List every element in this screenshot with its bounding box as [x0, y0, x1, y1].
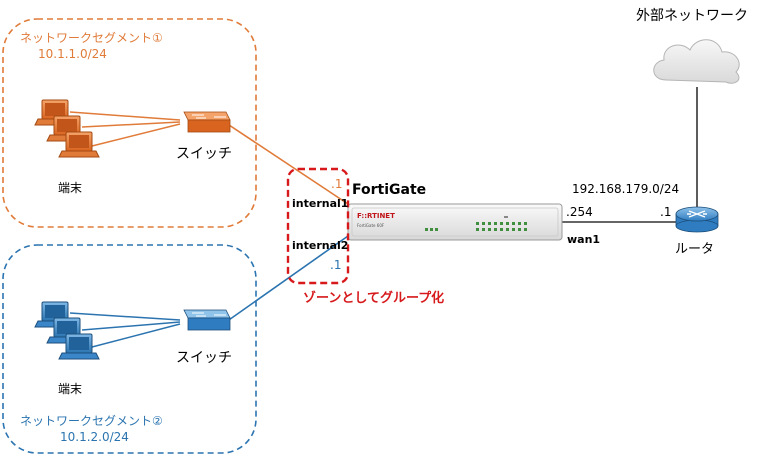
- router-label: ルータ: [675, 242, 714, 257]
- zone-group-label: ゾーンとしてグループ化: [303, 290, 444, 306]
- external-network-label: 外部ネットワーク: [636, 8, 748, 24]
- ip-internal1: .1: [331, 177, 342, 191]
- link-switch1-fortigate: [225, 122, 349, 205]
- fortigate-device: F::RTINET FortiGate 60F: [347, 203, 563, 241]
- wan1-label: wan1: [567, 233, 600, 246]
- fortigate-label: FortiGate: [352, 182, 426, 198]
- links-segment-1: [69, 111, 181, 147]
- internal2-label: internal2: [292, 239, 348, 252]
- ip-internal2: .1: [330, 258, 341, 272]
- switch-1-icon: [183, 111, 231, 133]
- switch-1-label: スイッチ: [176, 146, 232, 162]
- cloud-icon: [653, 39, 740, 84]
- ip-wan: .254: [566, 205, 593, 219]
- internal1-label: internal1: [292, 197, 348, 210]
- fortigate-ports: [425, 216, 527, 231]
- segment-2-subnet: 10.1.2.0/24: [60, 430, 129, 444]
- router-icon: [675, 206, 719, 233]
- zone-group-box: [286, 167, 350, 285]
- segment-2-title: ネットワークセグメント②: [20, 414, 163, 428]
- switch-2-label: スイッチ: [176, 350, 232, 366]
- fortigate-brand: F::RTINET: [357, 212, 395, 220]
- terminal-2-label: 端末: [58, 382, 82, 396]
- terminal-group-1: [34, 99, 100, 158]
- segment-1-subnet: 10.1.1.0/24: [38, 47, 107, 61]
- link-switch2-fortigate: [225, 235, 349, 323]
- terminal-1-label: 端末: [58, 181, 82, 195]
- switch-2-icon: [183, 309, 231, 331]
- segment-2-boundary: [2, 244, 257, 454]
- segment-1-title: ネットワークセグメント①: [20, 31, 163, 45]
- terminal-group-2: [34, 301, 100, 360]
- ip-router: .1: [660, 205, 671, 219]
- fortigate-model: FortiGate 60F: [357, 223, 385, 228]
- wan-network-label: 192.168.179.0/24: [572, 182, 679, 196]
- links-segment-2: [69, 312, 181, 348]
- segment-1-boundary: [2, 18, 257, 228]
